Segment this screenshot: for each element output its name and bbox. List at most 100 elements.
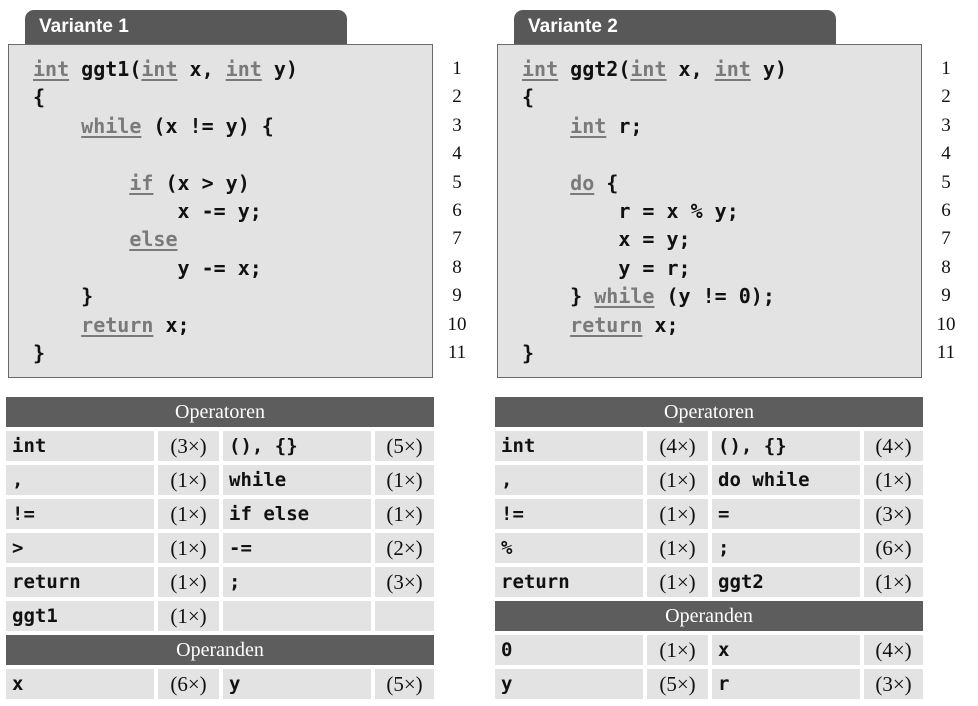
code-token	[33, 171, 129, 195]
code-keyword: int	[141, 57, 178, 81]
code-line: x -= y;	[33, 197, 298, 225]
code-token	[33, 114, 81, 138]
code-token: x,	[666, 57, 715, 81]
code-line: else	[33, 225, 298, 253]
line-number: 7	[941, 228, 951, 250]
code-keyword: return	[81, 312, 154, 337]
code-line: }	[33, 282, 298, 310]
code-keyword: int	[225, 57, 262, 81]
code-line: int ggt2(int x, int y)	[522, 55, 787, 83]
code-token: y -= x;	[33, 255, 262, 280]
code-token: x,	[177, 57, 226, 81]
count-cell: (1×)	[647, 635, 708, 665]
operator-cell: if else	[223, 499, 371, 529]
line-number: 3	[452, 114, 462, 136]
variant-2-tab: Variante 2	[514, 10, 836, 44]
line-number: 8	[941, 256, 951, 278]
count-cell: (1×)	[647, 533, 708, 563]
code-token: x = y;	[522, 227, 691, 252]
count-cell: (3×)	[375, 567, 434, 597]
count-cell: (6×)	[158, 669, 219, 699]
code-line: y -= x;	[33, 254, 298, 282]
operators-header: Operatoren	[495, 397, 923, 427]
code-keyword: else	[129, 227, 178, 252]
count-cell: (5×)	[647, 669, 708, 699]
count-cell: (2×)	[375, 533, 434, 563]
operand-cell: x	[6, 669, 154, 699]
count-cell: (3×)	[864, 669, 923, 699]
code-line: int ggt1(int x, int y)	[33, 55, 298, 83]
operator-cell: ggt2	[712, 567, 860, 597]
code-token: {	[33, 85, 46, 110]
code-token	[522, 171, 570, 195]
operator-cell: int	[495, 431, 643, 461]
code-token	[33, 227, 129, 251]
line-number: 9	[452, 285, 462, 307]
operator-cell: !=	[495, 499, 643, 529]
operator-cell: ggt1	[6, 601, 154, 631]
operator-cell: int	[6, 431, 154, 461]
line-number: 10	[936, 313, 956, 335]
code-line: do {	[522, 169, 787, 197]
code-line: int r;	[522, 112, 787, 140]
count-cell: (3×)	[864, 499, 923, 529]
line-number: 11	[936, 341, 956, 363]
count-cell	[375, 601, 434, 631]
line-number: 6	[941, 199, 951, 221]
line-number: 10	[447, 313, 467, 335]
code-token: {	[522, 85, 535, 110]
code-line: while (x != y) {	[33, 112, 298, 140]
operands-header: Operanden	[6, 635, 434, 665]
count-cell: (3×)	[158, 431, 219, 461]
variant-1-code: int ggt1(int x, int y){ while (x != y) {…	[33, 55, 298, 367]
line-number: 9	[941, 285, 951, 307]
line-number: 5	[941, 171, 951, 193]
code-token: ggt2(	[558, 57, 631, 81]
variant-1-title: Variante 1	[39, 16, 129, 37]
line-number: 3	[941, 114, 951, 136]
count-cell: (1×)	[647, 499, 708, 529]
code-line: } while (y != 0);	[522, 282, 787, 310]
code-keyword: if	[129, 170, 154, 195]
operator-cell: return	[495, 567, 643, 597]
line-number: 2	[452, 86, 462, 108]
code-line: x = y;	[522, 225, 787, 253]
code-keyword: while	[594, 284, 655, 309]
line-number: 5	[452, 171, 462, 193]
code-token: r = x % y;	[522, 198, 739, 223]
code-token: ggt1(	[69, 57, 142, 81]
count-cell: (1×)	[158, 567, 219, 597]
code-token	[522, 313, 570, 337]
code-keyword: int	[630, 57, 667, 81]
code-line	[522, 140, 787, 168]
code-token: (y != 0);	[654, 284, 775, 309]
operator-cell: !=	[6, 499, 154, 529]
code-token: {	[594, 170, 619, 195]
count-cell: (1×)	[864, 567, 923, 597]
operands-header: Operanden	[495, 601, 923, 631]
code-keyword: int	[522, 57, 559, 81]
count-cell: (5×)	[375, 431, 434, 461]
operand-cell: y	[223, 669, 371, 699]
code-keyword: int	[714, 57, 751, 81]
operand-cell: x	[712, 635, 860, 665]
line-number: 4	[452, 143, 462, 165]
code-keyword: int	[570, 113, 607, 138]
code-token: (x != y) {	[141, 113, 274, 138]
count-cell: (1×)	[158, 465, 219, 495]
operator-cell: >	[6, 533, 154, 563]
variant-1-tab: Variante 1	[25, 10, 347, 44]
code-token: }	[522, 284, 595, 309]
line-number: 8	[452, 256, 462, 278]
operand-cell: r	[712, 669, 860, 699]
code-line: return x;	[522, 311, 787, 339]
line-number: 1	[941, 58, 951, 79]
count-cell: (1×)	[864, 465, 923, 495]
code-token: r;	[606, 113, 643, 138]
variant-1-code-panel: int ggt1(int x, int y){ while (x != y) {…	[8, 44, 433, 378]
operators-header: Operatoren	[6, 397, 434, 427]
operator-cell: (), {}	[712, 431, 860, 461]
count-cell: (1×)	[375, 499, 434, 529]
